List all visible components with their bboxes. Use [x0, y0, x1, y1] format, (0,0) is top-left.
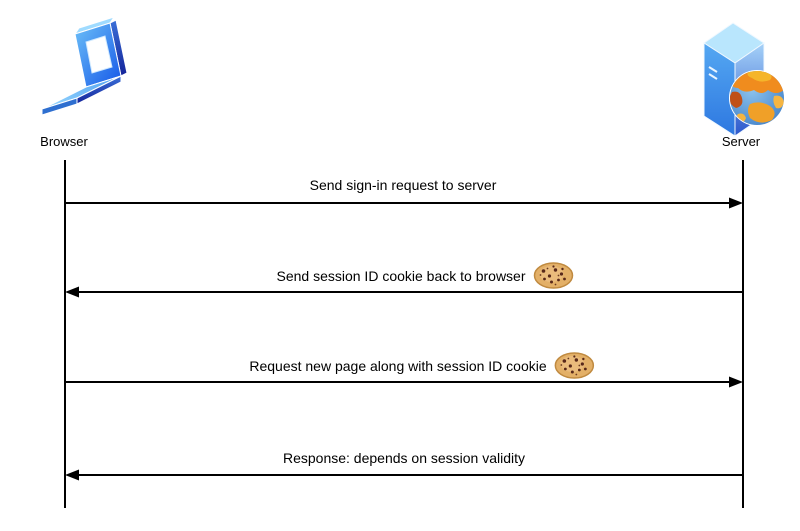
server-lifeline [742, 160, 744, 508]
message-label-signin: Send sign-in request to server [310, 177, 497, 193]
browser-lifeline [64, 160, 66, 508]
laptop-icon [41, 16, 128, 116]
globe-icon [729, 70, 785, 126]
message-text: Response: depends on session validity [282, 450, 526, 466]
browser-actor [16, 8, 131, 125]
arrow-cookie-left [65, 286, 742, 298]
server-vent-dashes [708, 66, 718, 80]
message-label-request-page: Request new page along with session ID c… [249, 352, 595, 379]
message-label-response: Response: depends on session validity [283, 450, 525, 466]
message-text: Send sign-in request to server [309, 177, 497, 193]
message-label-session-cookie: Send session ID cookie back to browser [276, 262, 574, 289]
arrow-response-left [65, 469, 742, 481]
cookie-icon [554, 352, 595, 379]
server-actor-label: Server [721, 134, 761, 149]
server-tower-icon [703, 22, 785, 137]
message-text: Request new page along with session ID c… [249, 357, 547, 374]
browser-actor-label: Browser [40, 134, 88, 149]
server-actor [690, 12, 788, 142]
cookie-icon [533, 262, 574, 289]
arrow-signin-right [66, 197, 743, 209]
message-text: Send session ID cookie back to browser [276, 267, 526, 284]
arrow-request-right [66, 376, 743, 388]
